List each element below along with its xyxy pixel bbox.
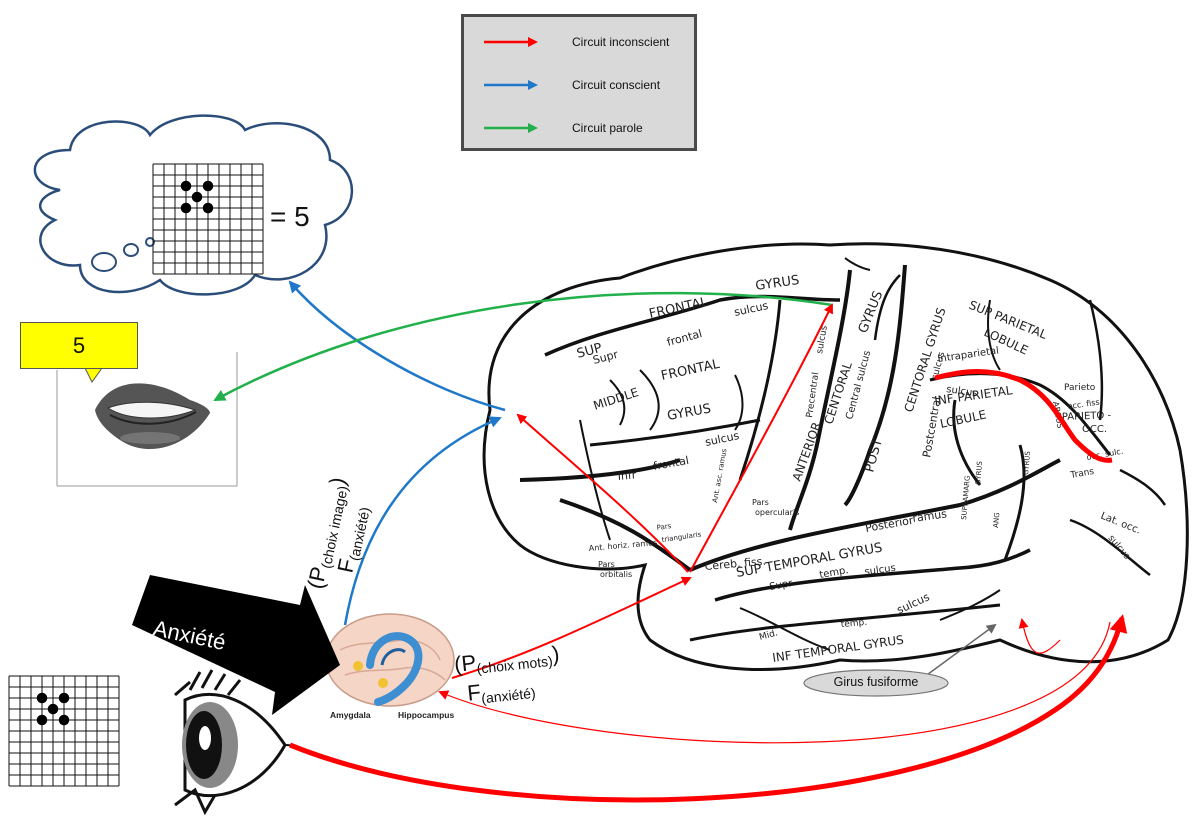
svg-text:(P(choix image)): (P(choix image)) [302, 475, 352, 591]
grid-dot [202, 180, 214, 192]
formula-word-choice: (P(choix mots)) F(anxiété) [453, 641, 561, 708]
blue-arrow-limbic-frontal [343, 416, 502, 626]
parietal-pathway [934, 369, 1113, 463]
legend-label: Circuit conscient [572, 78, 661, 92]
brain-region-label: orbitalis [600, 570, 632, 579]
brain-region-label: Pars [656, 522, 672, 532]
red-arrow-eye-occipital [289, 614, 1128, 803]
amygdala-label: Amygdala [330, 710, 371, 720]
brain-region-label: sulcus [946, 384, 979, 399]
grid-dot [36, 692, 48, 704]
red-arrow-icon [484, 37, 538, 47]
anxiety-arrow: Anxiété [132, 575, 340, 715]
thought-equation: = 5 [270, 201, 310, 232]
speech-bubble: 5 [20, 322, 138, 369]
formula-image-choice: (P(choix image)) F(anxiété) [302, 475, 373, 591]
blue-arrow-icon [484, 80, 538, 90]
legend-item-unconscious: Circuit inconscient [482, 33, 692, 53]
legend-item-conscious: Circuit conscient [482, 76, 692, 96]
red-arrow-temporal-frontal [516, 413, 689, 573]
legend-box: Circuit inconscient Circuit conscient Ci… [461, 14, 697, 151]
brain-region-label: Pars [752, 498, 769, 507]
grid-dot [180, 180, 192, 192]
thought-cloud: = 5 [33, 114, 354, 296]
grid-dot [202, 202, 214, 214]
grid-dot [191, 191, 203, 203]
brain-region-label: Parieto [1064, 383, 1096, 393]
brain-region-label: ramus [912, 507, 948, 525]
red-arrow-occipital-limbic [438, 621, 1111, 744]
lips-icon [95, 383, 210, 450]
grid-dot [47, 703, 59, 715]
brain-region-label: ANG [992, 512, 1001, 528]
brain-region-label: PARIETO - [1062, 410, 1112, 423]
hippocampus-label: Hippocampus [398, 710, 454, 720]
red-arrow-limbic-temporal [451, 576, 692, 679]
limbic-brain-icon: Amygdala Hippocampus [325, 613, 455, 720]
red-arrow-loop [1018, 618, 1061, 654]
green-arrow-icon [484, 123, 538, 133]
green-arrow-speech [213, 291, 833, 402]
brain-region-label: temp. [840, 618, 867, 630]
grid-dot [180, 202, 192, 214]
brain-region-label: SUP [575, 341, 604, 362]
amygdala-marker [353, 661, 363, 671]
brain-region-label: Supr [591, 348, 619, 367]
grid-dot [58, 692, 70, 704]
red-arrow-temporal-central [689, 303, 833, 573]
stimulus-grid [8, 675, 120, 787]
legend-item-speech: Circuit parole [482, 119, 692, 139]
fusiform-label: Girus fusiforme [833, 675, 919, 689]
brain-region-label: Infr [617, 468, 637, 483]
brain-region-label: Mid. [758, 628, 779, 643]
brain-region-label: Pars [598, 560, 615, 569]
eye-icon [174, 669, 297, 816]
brain-region-label: SUPRAMARG [960, 475, 972, 520]
mouth-panel [56, 352, 238, 487]
legend-label: Circuit inconscient [572, 35, 670, 49]
blue-arrow-frontal-thought [288, 280, 506, 412]
brain-region-label: sulcus [864, 563, 897, 578]
hippocampus-marker [378, 678, 388, 688]
legend-label: Circuit parole [572, 121, 643, 135]
brain-region-label: opercularis [755, 508, 799, 517]
brain-region-label: frontal [652, 454, 690, 473]
brain-region-label: Supr [769, 578, 795, 593]
thought-grid [152, 163, 264, 275]
grid-dot [36, 714, 48, 726]
brain-region-label: GYRUS [1022, 450, 1032, 475]
speech-tail [84, 367, 103, 383]
brain-region-label: GYRUS [754, 273, 800, 294]
svg-text:F(anxiété): F(anxiété) [466, 674, 536, 708]
brain-region-label: Cereb. fiss. [704, 555, 766, 573]
svg-text:(P(choix mots)): (P(choix mots)) [453, 641, 561, 679]
fusiform-callout [803, 669, 949, 697]
brain-region-label: temp. [819, 565, 850, 581]
grid-dot [58, 714, 70, 726]
brain-region-label: Trans [1069, 467, 1095, 481]
brain-region-label: OCC. [1082, 424, 1107, 435]
fusiform-pointer [919, 623, 997, 681]
brain-region-label: GYRUS [974, 460, 984, 485]
